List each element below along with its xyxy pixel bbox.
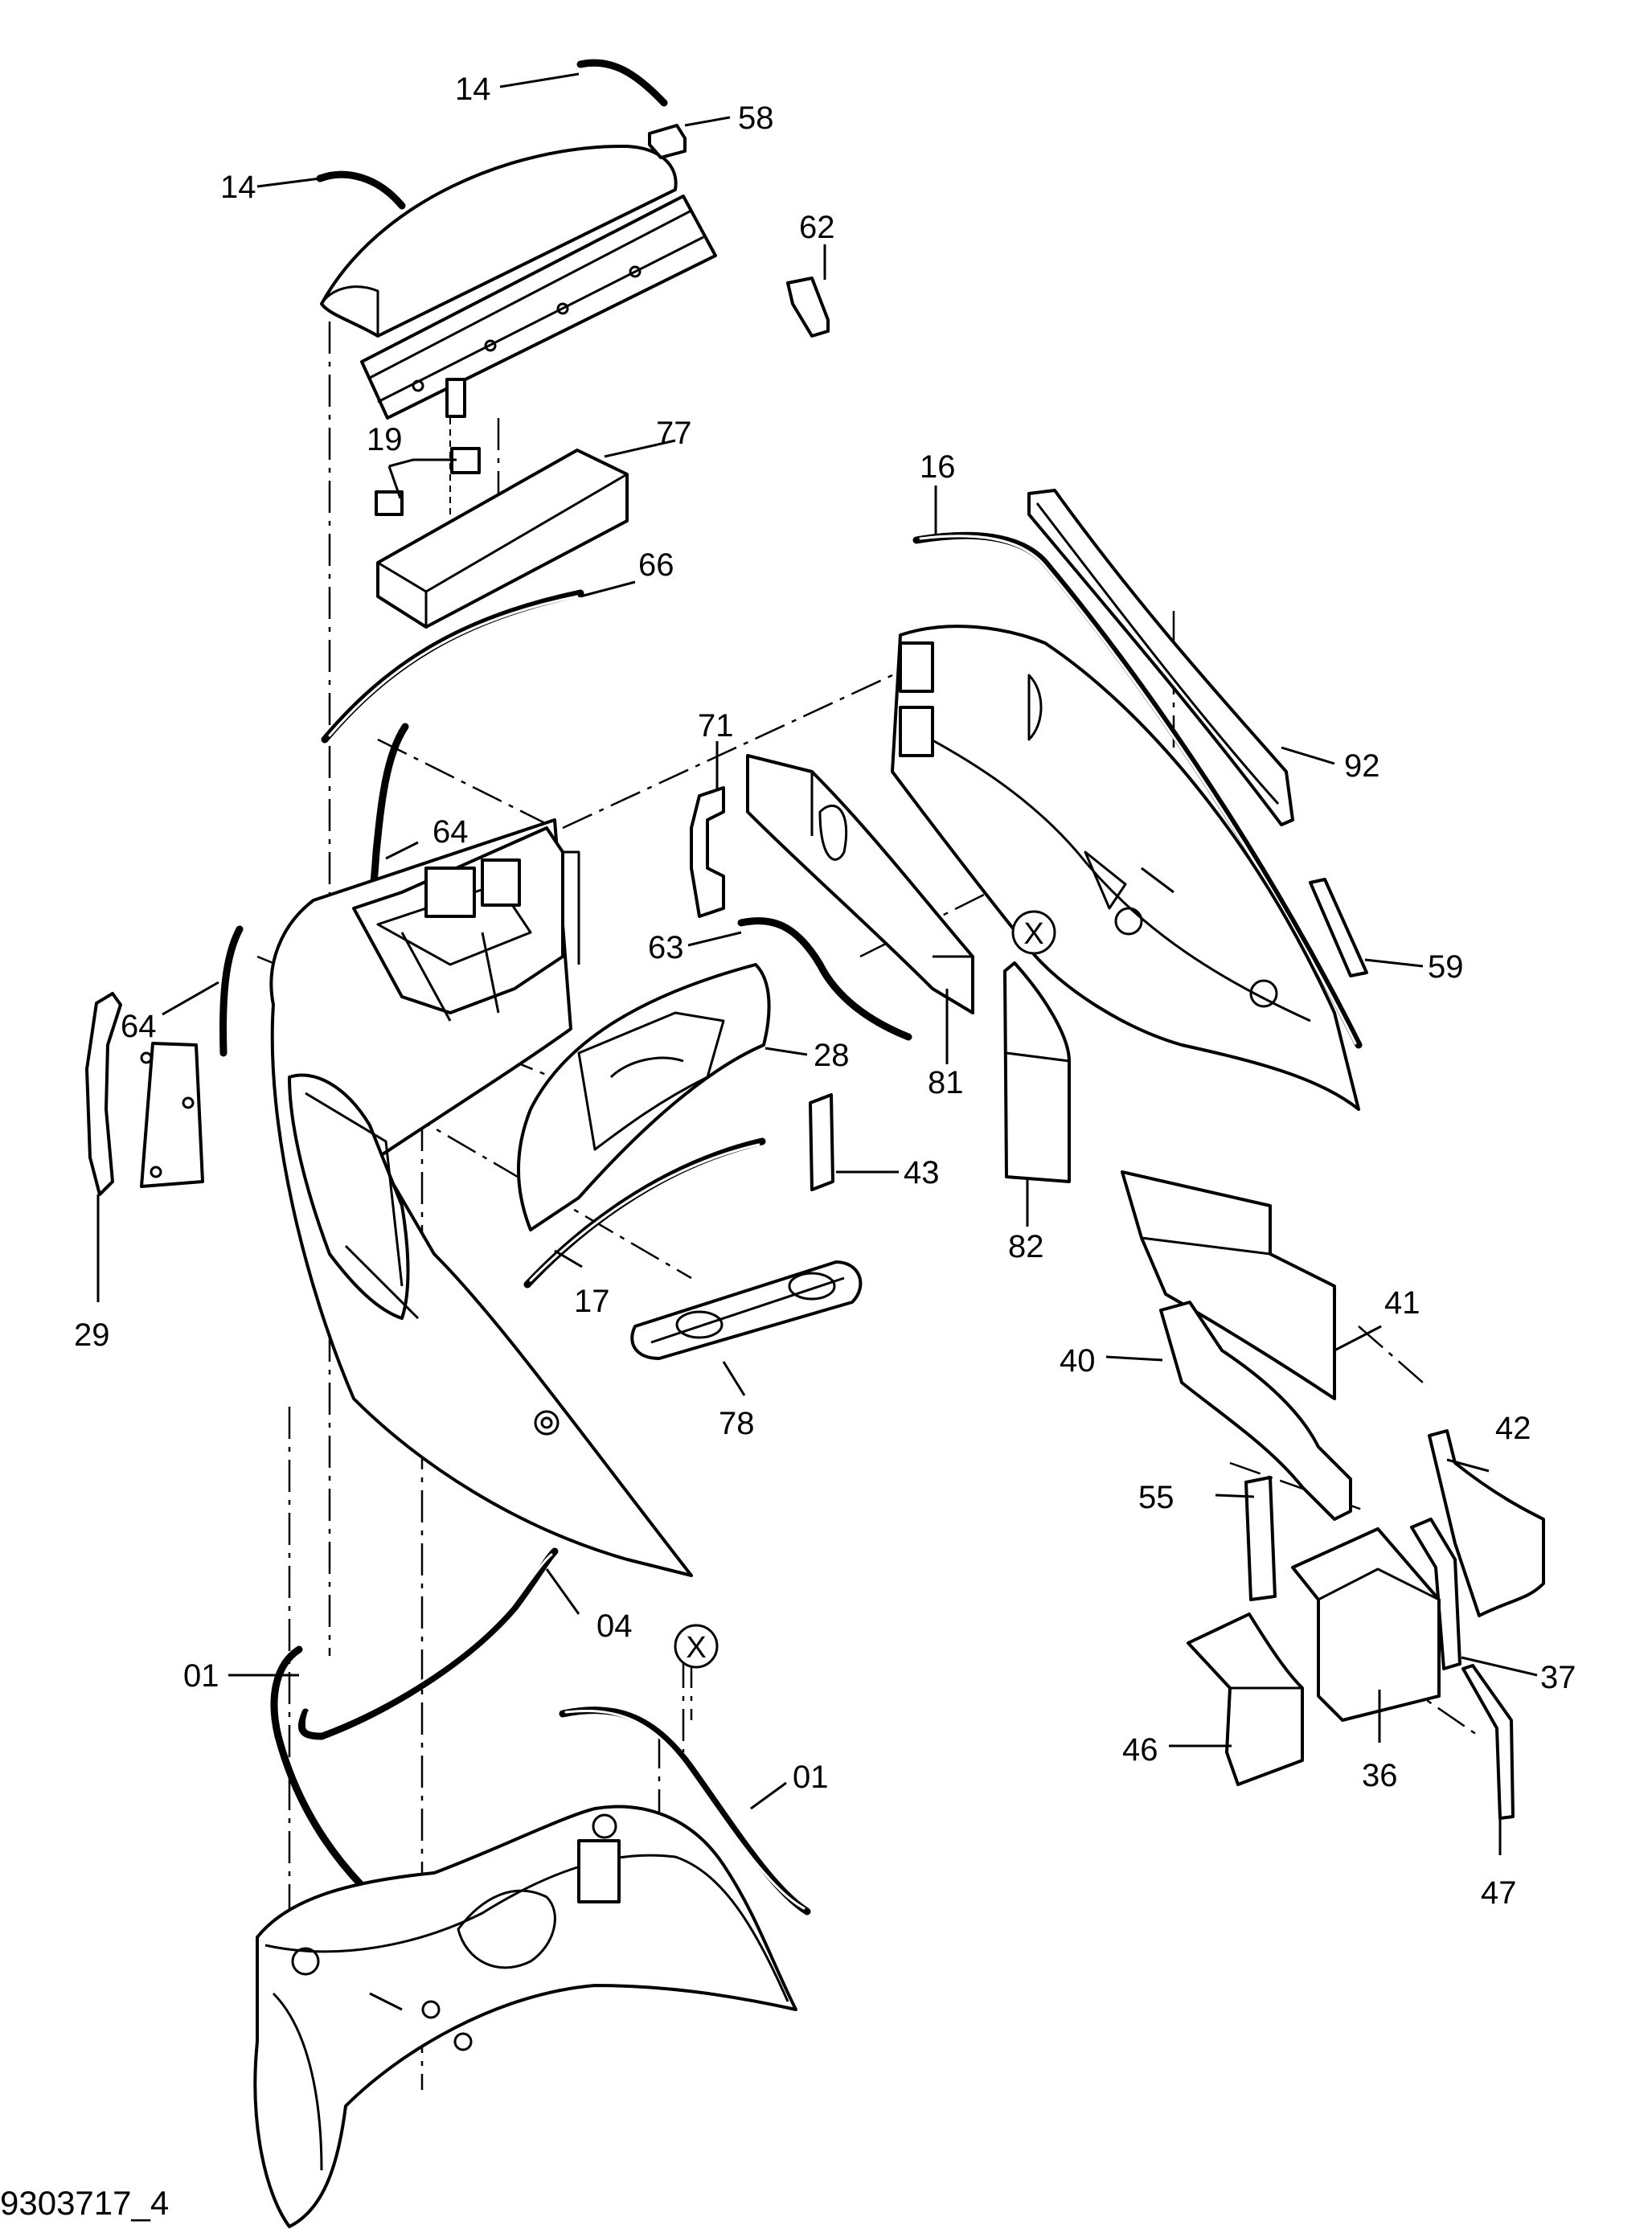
callout-17: 17	[574, 1284, 610, 1319]
part-47	[1461, 1664, 1515, 1820]
callout-81: 81	[928, 1065, 964, 1100]
part-66	[321, 589, 584, 744]
callout-14-left: 14	[220, 170, 256, 205]
callout-42: 42	[1495, 1411, 1531, 1446]
part-64b	[219, 925, 244, 1057]
part-01b	[559, 1707, 811, 1916]
reference-x-right: X	[1011, 910, 1056, 955]
part-77	[376, 449, 629, 629]
callout-14-top: 14	[455, 72, 491, 107]
part-17	[523, 1137, 766, 1289]
part-58	[648, 124, 687, 159]
callout-77: 77	[656, 416, 692, 451]
callout-71: 71	[698, 708, 734, 744]
callout-36: 36	[1362, 1758, 1398, 1793]
reference-x-bottom: X	[674, 1624, 719, 1669]
callout-47: 47	[1481, 1875, 1517, 1911]
callout-58: 58	[738, 100, 774, 136]
callouts: 14 14 58 62 19 77 66 16 71 92 64 64 63 5…	[74, 72, 1576, 1911]
callout-04: 04	[596, 1608, 633, 1644]
main-hood-body	[269, 818, 693, 1577]
callout-41: 41	[1384, 1285, 1420, 1321]
callout-78: 78	[719, 1406, 755, 1441]
part-40	[1159, 1301, 1352, 1521]
callout-01-left: 01	[183, 1658, 219, 1694]
callout-64-lower: 64	[121, 1009, 157, 1044]
callout-66: 66	[638, 547, 674, 583]
callout-16: 16	[920, 449, 956, 485]
part-16	[912, 531, 1363, 1049]
callout-01-right: 01	[793, 1760, 829, 1795]
callout-62: 62	[799, 210, 835, 245]
part-92	[1027, 489, 1294, 826]
callout-37: 37	[1540, 1660, 1576, 1695]
part-55	[1244, 1476, 1277, 1601]
figure-id-label: 9303717_4	[0, 2184, 170, 2222]
part-41	[1121, 1170, 1336, 1400]
callout-40: 40	[1060, 1343, 1096, 1379]
part-62	[786, 277, 830, 338]
callout-92: 92	[1344, 748, 1380, 784]
part-46	[1187, 1612, 1304, 1786]
callout-59: 59	[1428, 949, 1464, 985]
part-42	[1428, 1429, 1545, 1617]
part-43	[809, 1093, 834, 1191]
part-37	[1410, 1518, 1461, 1670]
part-81	[746, 754, 974, 1014]
svg-text:X: X	[686, 1631, 706, 1665]
bottom-hood	[253, 1805, 797, 2228]
callout-82: 82	[1008, 1229, 1044, 1264]
part-71	[690, 786, 725, 918]
callout-29: 29	[74, 1317, 110, 1353]
part-28	[517, 963, 771, 1231]
part-19	[375, 447, 481, 516]
callout-19: 19	[367, 422, 403, 457]
part-59	[1309, 878, 1368, 977]
callout-46: 46	[1122, 1732, 1158, 1768]
svg-text:X: X	[1023, 917, 1043, 951]
leader-lines	[96, 72, 1538, 1855]
callout-43: 43	[904, 1155, 940, 1190]
part-78	[630, 1260, 863, 1360]
callout-64-upper: 64	[432, 814, 469, 850]
right-side-panel	[891, 625, 1360, 1111]
part-14b	[576, 59, 668, 107]
part-63	[737, 917, 912, 1041]
part-14a	[316, 170, 406, 210]
callout-63: 63	[648, 930, 684, 965]
part-82	[1003, 961, 1071, 1183]
part-36	[1291, 1527, 1441, 1722]
callout-55: 55	[1138, 1480, 1174, 1515]
part-04	[297, 1547, 559, 1740]
part-29	[85, 992, 204, 1196]
callout-28: 28	[814, 1038, 850, 1073]
top-cover	[320, 144, 717, 514]
